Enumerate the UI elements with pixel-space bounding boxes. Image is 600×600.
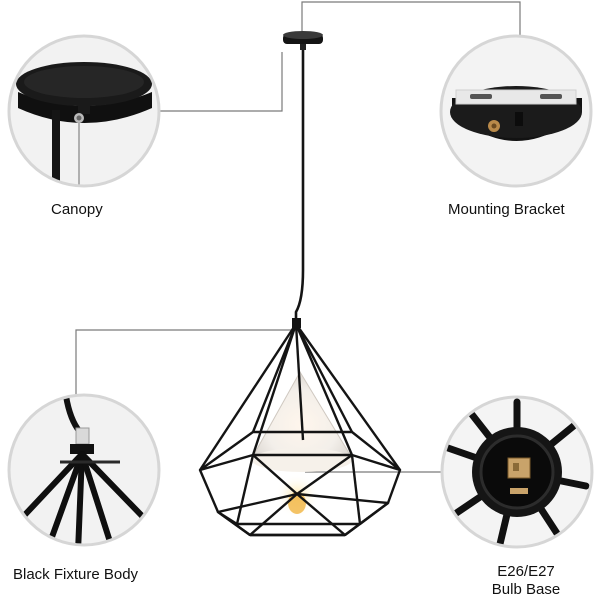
canopy-closeup: [7, 34, 161, 188]
bulb-socket-closeup: [440, 395, 594, 549]
canopy-label: Canopy: [51, 201, 103, 218]
fixture-body-label: Black Fixture Body: [13, 566, 139, 583]
mounting-bracket-label: Mounting Bracket: [448, 201, 565, 218]
bulb-base-label: E26/E27 Bulb Base: [484, 563, 568, 599]
bulb-base-label-line2: Bulb Base: [491, 581, 561, 598]
bulb-base-label-line1: E26/E27: [497, 563, 555, 580]
power-cord: [294, 50, 305, 322]
canopy-part: [283, 31, 323, 50]
cage-top-cap: [292, 318, 301, 328]
mounting-bracket-closeup: [439, 34, 593, 188]
diamond-cage: [198, 323, 402, 537]
fixture-body-closeup: [7, 393, 161, 547]
